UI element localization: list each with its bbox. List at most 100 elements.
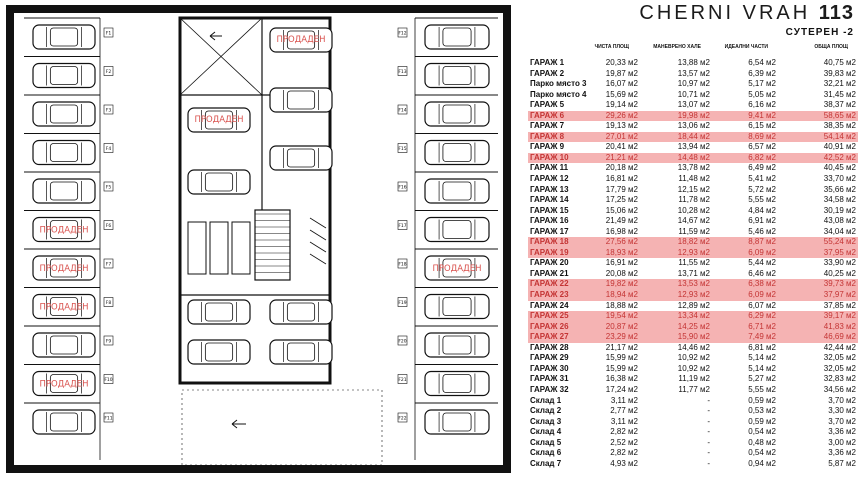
car-roof [442, 181, 472, 201]
cell-total: 58,65 м2 [823, 110, 856, 120]
cell-total: 39,73 м2 [823, 279, 856, 289]
car-roof [442, 220, 472, 239]
cell-name: ГАРАЖ 12 [530, 174, 569, 184]
slot-tag [397, 374, 408, 384]
cell-ideal: 6,57 м2 [748, 142, 776, 152]
cell-man: 12,93 м2 [677, 290, 710, 300]
cell-ideal: 0,94 м2 [748, 458, 776, 468]
cell-name: ГАРАЖ 11 [530, 163, 569, 173]
cell-name: Склад 1 [530, 395, 562, 405]
cell-net: 3,11 м2 [610, 416, 638, 426]
cell-ideal: 6,09 м2 [748, 290, 776, 300]
cell-man: 14,67 м2 [677, 216, 710, 226]
cell-total: 46,69 м2 [823, 332, 856, 342]
sold-stamp: ПРОДАДЕН [39, 380, 88, 390]
cell-total: 39,83 м2 [823, 68, 856, 78]
slot-tag [397, 220, 408, 230]
car-icon [424, 255, 490, 281]
car-icon [187, 339, 251, 365]
cell-name: ГАРАЖ 24 [530, 300, 569, 310]
slot-tag [103, 143, 114, 153]
car-icon [32, 409, 96, 435]
slot-tag-label: F10 [104, 377, 112, 383]
cell-man: - [707, 416, 710, 426]
cell-name: ГАРАЖ 1 [530, 58, 565, 67]
cell-net: 20,08 м2 [605, 268, 638, 278]
cell-net: 21,17 м2 [605, 342, 638, 352]
ramp-diagonal [179, 17, 263, 96]
direction-arrow-icon [231, 419, 246, 429]
slot-tag [397, 335, 408, 346]
cell-total: 3,70 м2 [828, 416, 856, 426]
cell-man: 12,15 м2 [677, 184, 710, 194]
cell-net: 2,77 м2 [610, 406, 638, 416]
slot-tag-label: F15 [398, 146, 406, 152]
slot-tag [397, 181, 408, 192]
cell-ideal: 8,69 м2 [748, 131, 776, 141]
cell-name: ГАРАЖ 9 [530, 142, 565, 152]
car-icon [269, 27, 333, 53]
car-icon [424, 139, 490, 166]
cell-net: 15,69 м2 [605, 89, 638, 99]
cell-name: ГАРАЖ 13 [530, 184, 569, 194]
car-icon [187, 107, 251, 133]
car-icon [187, 169, 251, 195]
col-ideal-parts: ИДЕАЛНИ ЧАСТИ [724, 44, 768, 50]
car-icon [269, 145, 333, 171]
car-roof [442, 66, 472, 85]
cell-net: 16,81 м2 [605, 174, 638, 184]
cell-net: 15,99 м2 [605, 363, 638, 373]
car-roof [442, 104, 472, 124]
cell-total: 40,91 м2 [823, 142, 856, 152]
car-icon [32, 178, 96, 204]
cell-name: Склад 4 [530, 427, 562, 437]
car-roof [442, 143, 472, 162]
cell-man: 14,25 м2 [677, 321, 710, 331]
cell-net: 15,06 м2 [605, 205, 638, 215]
cell-man: 11,59 м2 [678, 226, 710, 236]
car-icon [269, 339, 333, 365]
cell-total: 3,36 м2 [828, 427, 856, 437]
cell-man: 11,48 м2 [678, 174, 710, 184]
bike-slot [309, 253, 327, 265]
cell-ideal: 6,82 м2 [748, 152, 776, 162]
cell-man: 10,97 м2 [677, 79, 710, 89]
sold-stamp: ПРОДАДЕН [432, 264, 481, 274]
cell-man: - [707, 406, 710, 416]
slot-tag [103, 220, 114, 230]
car-icon [424, 409, 490, 435]
storage-unit [231, 221, 251, 275]
car-roof [442, 27, 472, 47]
cell-net: 21,49 м2 [605, 216, 638, 226]
cell-name: ГАРАЖ 30 [530, 363, 569, 373]
cell-ideal: 6,16 м2 [748, 100, 776, 110]
car-icon [424, 293, 490, 320]
area-schedule: CHERNI VRAH 113 СУТЕРЕН -2 ЧИСТА ПЛОЩ МА… [520, 0, 866, 477]
car-roof [442, 412, 472, 432]
cell-name: ГАРАЖ 2 [530, 68, 565, 78]
col-net-area: ЧИСТА ПЛОЩ [594, 44, 629, 50]
cell-total: 34,58 м2 [823, 195, 856, 205]
car-roof [49, 143, 79, 162]
cell-name: ГАРАЖ 23 [530, 290, 569, 300]
cell-name: ГАРАЖ 15 [530, 205, 569, 215]
cell-total: 41,83 м2 [823, 321, 856, 331]
car-roof [49, 220, 79, 239]
slot-tag-label: F7 [106, 262, 112, 268]
